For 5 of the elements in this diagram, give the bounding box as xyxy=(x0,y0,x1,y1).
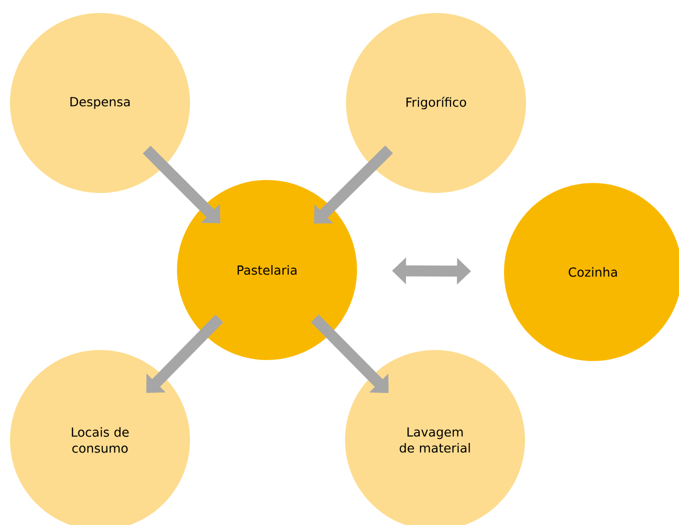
block-arrow xyxy=(146,314,224,393)
block-arrow xyxy=(142,146,220,224)
circle-node: Despensa xyxy=(10,13,190,193)
circle-node: Pastelaria xyxy=(177,180,357,360)
circle-node: Frigorífico xyxy=(346,13,526,193)
